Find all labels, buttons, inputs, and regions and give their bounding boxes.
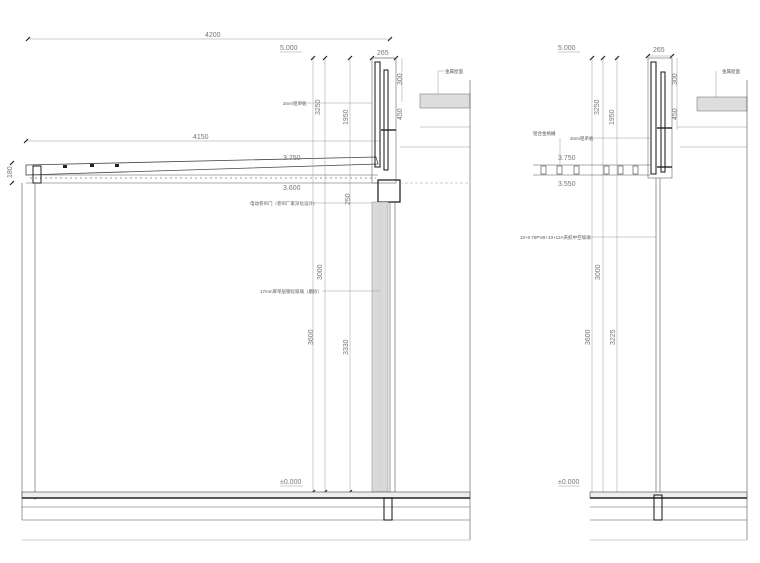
elev-canopy-bottom: 3.600 [283,185,301,192]
dim-upper: 3250 [315,99,322,115]
dim-small-1: 300 [397,73,404,85]
elev-canopy-top: 3.750 [283,155,301,162]
dim-small-2: 450 [397,108,404,120]
floor-slab-b [589,491,748,499]
dim-small-3: 250 [345,193,352,205]
dim-small-1-b: 300 [672,73,679,85]
dim-total-b: 3600 [585,329,592,345]
elev-canopy-bottom-b: 3.550 [558,181,576,188]
dim-door: 3330 [343,339,350,355]
dim-small-2-b: 450 [672,108,679,120]
note-roof: 金属屋面 [445,68,463,75]
floor-slab [21,491,471,499]
elev-floor-b: ±0.000 [558,479,579,486]
note-glass-b: 10+0.76PVB+10+12A夹胶中空玻璃 [520,234,591,241]
dim-door-b: 3225 [610,329,617,345]
note-roof-b: 金属屋面 [722,68,740,75]
elev-floor: ±0.000 [280,479,301,486]
dim-canopy-thickness: 180 [7,166,14,178]
section-a: 4200 4150 180 3.750 3.600 5.000 3250 195… [7,32,471,541]
dim-overall-width: 4200 [205,32,221,39]
note-glass: 17mm厚单层钢化玻璃（磨砂） [260,288,322,295]
dim-canopy-length: 4150 [193,134,209,141]
section-b: 5.000 3250 1950 3000 3600 3225 265 300 4… [520,45,748,541]
dim-mid-b: 1950 [609,109,616,125]
dim-glass-b: 3000 [595,264,602,280]
roof-slab [419,93,471,109]
head-frame-b [647,57,673,179]
elev-top: 5.000 [280,45,298,52]
dim-glass: 3000 [317,264,324,280]
dim-total: 3600 [308,329,315,345]
dim-mid: 1950 [343,109,350,125]
head-frame [371,57,397,184]
note-panel: 3mm铝单板 [283,100,307,107]
note-louver: 电动卷帘门（卷帘厂家深化设计） [250,200,318,207]
note-grille-b: 铝合金格栅 [533,130,556,137]
dim-upper-b: 3250 [594,99,601,115]
dim-top-width: 265 [377,50,389,57]
canopy [25,156,379,176]
note-panel-b: 3mm铝单板 [570,135,594,142]
dim-top-width-b: 265 [653,47,665,54]
elev-canopy-top-b: 3.750 [558,155,576,162]
roof-slab-b [696,96,748,112]
elev-top-b: 5.000 [558,45,576,52]
